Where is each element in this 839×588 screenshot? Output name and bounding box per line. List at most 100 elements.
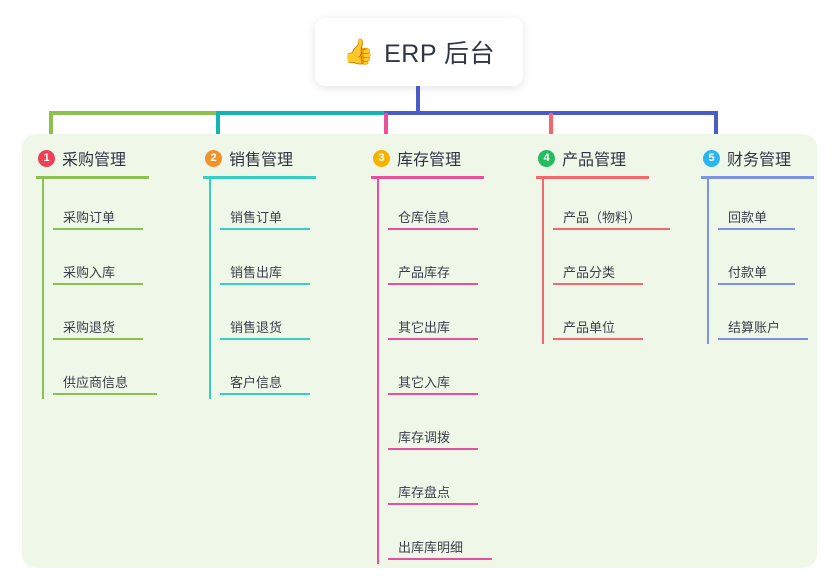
branch-item[interactable]: 产品库存 [388,234,521,289]
branch-item-rule [53,283,143,285]
branch-item-label: 采购退货 [63,320,116,335]
branch-items: 销售订单销售出库销售退货客户信息 [203,179,353,399]
branch-item-label: 回款单 [728,210,768,225]
branch-item-rule [388,228,478,230]
root-title: ERP 后台 [384,40,496,68]
branch-spine [209,179,211,399]
branch-item[interactable]: 其它出库 [388,289,521,344]
branch-item-label: 客户信息 [230,375,283,390]
branch-header-rule [536,176,649,179]
branch-item-label: 采购入库 [63,265,116,280]
branch-header-2[interactable]: 2 销售管理 [203,146,353,170]
branch-item[interactable]: 客户信息 [220,344,353,399]
branch-item-label: 出库库明细 [398,540,464,555]
branch-item[interactable]: 产品（物料） [553,179,691,234]
branch-item-label: 产品库存 [398,265,451,280]
branch-item-label: 库存调拨 [398,430,451,445]
branch-header-rule [371,176,484,179]
branch-item[interactable]: 仓库信息 [388,179,521,234]
branch-4[interactable]: 4 产品管理产品（物料） 产品分类产品单位 [536,146,691,344]
branch-drop-1 [49,111,53,145]
branch-item[interactable]: 采购入库 [53,234,186,289]
branch-number-badge: 1 [38,149,55,167]
branch-number-badge: 2 [205,149,222,167]
branch-item-label: 库存盘点 [398,485,451,500]
branch-items: 采购订单采购入库采购退货供应商信息 [36,179,186,399]
branch-items: 回款单付款单结算账户 [701,179,839,344]
branch-item[interactable]: 产品单位 [553,289,691,344]
branch-item-label: 结算账户 [728,320,781,335]
root-node[interactable]: 👍 ERP 后台 [315,18,523,86]
branch-item[interactable]: 库存调拨 [388,399,521,454]
branch-item-rule [388,338,478,340]
branch-item[interactable]: 回款单 [718,179,839,234]
branch-header-1[interactable]: 1 采购管理 [36,146,186,170]
branch-item-rule [553,283,643,285]
branches-panel [22,134,817,568]
branch-item[interactable]: 出库库明细 [388,509,521,564]
branch-5[interactable]: 5 财务管理回款单付款单结算账户 [701,146,839,344]
branch-item[interactable]: 供应商信息 [53,344,186,399]
branch-item-rule [53,393,157,395]
branch-item-rule [53,338,143,340]
branch-item-label: 销售出库 [230,265,283,280]
root-stem [416,86,420,114]
branch-item-rule [388,448,478,450]
branch-item[interactable]: 结算账户 [718,289,839,344]
bus-segment-2 [216,111,388,115]
branch-item[interactable]: 库存盘点 [388,454,521,509]
branch-title: 采购管理 [62,152,127,169]
branch-items: 仓库信息产品库存其它出库其它入库库存调拨库存盘点出库库明细 [371,179,521,564]
thumbs-up-icon: 👍 [342,37,375,66]
branch-number-badge: 5 [703,149,720,167]
branch-item[interactable]: 销售出库 [220,234,353,289]
branch-header-rule [203,176,316,179]
branch-drop-3 [384,113,388,145]
branch-drop-5 [714,111,718,145]
branch-title: 库存管理 [397,152,462,169]
branch-item-rule [718,338,808,340]
branch-item[interactable]: 产品分类 [553,234,691,289]
branch-item[interactable]: 销售订单 [220,179,353,234]
branch-item-label: 付款单 [728,265,768,280]
branch-item-rule [718,228,795,230]
branch-item-rule [718,283,795,285]
branch-item-label: 销售订单 [230,210,283,225]
branch-number-badge: 4 [538,149,555,167]
branch-item[interactable]: 其它入库 [388,344,521,399]
branch-item-rule [388,393,478,395]
branch-item[interactable]: 采购订单 [53,179,186,234]
branch-header-4[interactable]: 4 产品管理 [536,146,691,170]
branch-item-label: 采购订单 [63,210,116,225]
branch-item-rule [388,558,492,560]
branch-item-label: 其它出库 [398,320,451,335]
branch-item-label: 仓库信息 [398,210,451,225]
branch-title: 产品管理 [562,152,627,169]
branch-2[interactable]: 2 销售管理销售订单销售出库销售退货客户信息 [203,146,353,399]
branch-spine [542,179,544,344]
branch-1[interactable]: 1 采购管理采购订单采购入库采购退货供应商信息 [36,146,186,399]
branch-title: 财务管理 [727,152,792,169]
branch-item-label: 产品分类 [563,265,616,280]
branch-item[interactable]: 付款单 [718,234,839,289]
branch-spine [707,179,709,344]
branch-header-rule [36,176,149,179]
branch-item-rule [220,338,310,340]
branch-item-rule [220,283,310,285]
branch-title: 销售管理 [229,152,294,169]
branch-item-label: 供应商信息 [63,375,129,390]
branch-3[interactable]: 3 库存管理仓库信息产品库存其它出库其它入库库存调拨库存盘点出库库明细 [371,146,521,564]
branch-item[interactable]: 销售退货 [220,289,353,344]
branch-header-rule [701,176,814,179]
branch-item-rule [388,503,478,505]
branch-item-rule [53,228,143,230]
branch-number-badge: 3 [373,149,390,167]
branch-header-5[interactable]: 5 财务管理 [701,146,839,170]
branch-header-3[interactable]: 3 库存管理 [371,146,521,170]
branch-drop-4 [549,113,553,145]
bus-segment-1 [49,111,220,115]
branch-item-label: 产品（物料） [563,210,642,225]
branch-item[interactable]: 采购退货 [53,289,186,344]
branch-item-label: 其它入库 [398,375,451,390]
